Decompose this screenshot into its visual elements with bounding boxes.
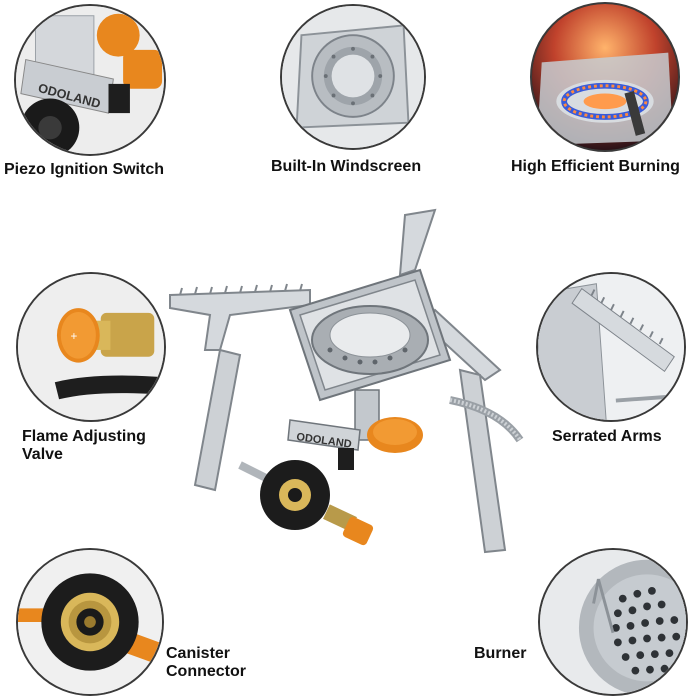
burning-photo — [530, 2, 680, 152]
piezo-ignition-photo: ODOLAND — [14, 4, 166, 156]
camping-stove-product: ODOLAND — [160, 200, 540, 570]
burner-photo — [538, 548, 688, 696]
feature-label-canister-line2: Connector — [166, 663, 246, 680]
arms-illustration — [538, 274, 684, 420]
feature-label-burning: High Efficient Burning — [511, 158, 680, 175]
flame-illustration — [532, 4, 678, 150]
feature-label-valve-line2: Valve — [22, 446, 63, 463]
windscreen-photo — [280, 4, 426, 150]
feature-label-windscreen: Built-In Windscreen — [271, 158, 422, 175]
feature-label-valve: Flame Adjusting Valve — [22, 428, 162, 464]
feature-label-valve-line1: Flame Adjusting — [22, 428, 146, 445]
svg-text:+: + — [71, 330, 78, 343]
canister-connector-photo — [16, 548, 164, 696]
flame-valve-photo: + — [16, 272, 166, 422]
burner-illustration — [540, 550, 686, 694]
valve-illustration: + — [18, 274, 164, 420]
feature-label-burner: Burner — [474, 645, 527, 662]
piezo-ignition-illustration: ODOLAND — [16, 6, 164, 154]
stove-illustration: ODOLAND — [169, 208, 524, 554]
windscreen-illustration — [282, 6, 424, 148]
feature-label-canister-line1: Canister — [166, 645, 231, 662]
feature-label-canister: Canister Connector — [166, 645, 306, 681]
feature-label-piezo: Piezo Ignition Switch — [4, 161, 164, 178]
feature-label-arms: Serrated Arms — [552, 428, 662, 445]
connector-illustration — [18, 550, 162, 694]
serrated-arms-photo — [536, 272, 686, 422]
